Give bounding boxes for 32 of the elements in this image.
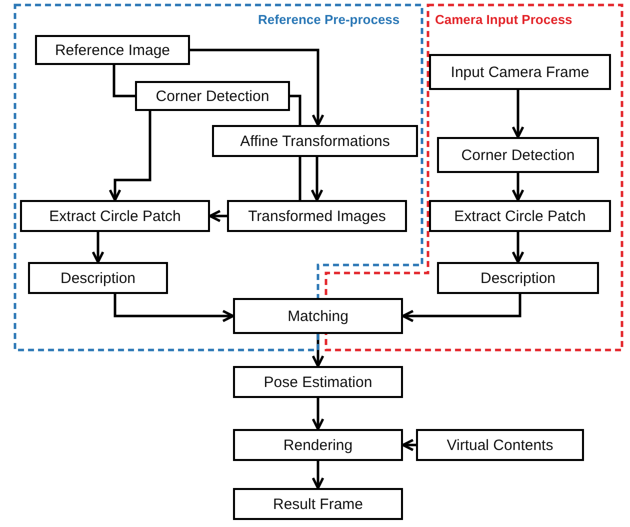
arrow	[512, 232, 524, 264]
arrow	[310, 157, 324, 202]
process-box: Rendering	[233, 429, 403, 461]
arrow	[312, 398, 324, 430]
arrow	[190, 48, 324, 126]
arrow	[208, 210, 227, 222]
process-box: Extract Circle Patch	[429, 200, 611, 232]
arrow	[114, 294, 234, 322]
process-box: Input Camera Frame	[429, 54, 611, 90]
process-box: Corner Detection	[135, 81, 290, 111]
arrow	[512, 173, 524, 202]
arrow	[312, 461, 324, 490]
process-box: Description	[437, 262, 599, 294]
process-box: Transformed Images	[227, 200, 407, 232]
process-box: Reference Image	[35, 35, 190, 65]
process-box: Matching	[233, 298, 403, 334]
arrow	[290, 94, 302, 125]
process-box: Virtual Contents	[416, 429, 584, 461]
region-title: Reference Pre-process	[258, 12, 400, 27]
arrow	[402, 438, 416, 452]
arrow	[92, 232, 104, 264]
arrow	[402, 294, 522, 322]
region-title: Camera Input Process	[435, 12, 572, 27]
process-box: Extract Circle Patch	[20, 200, 210, 232]
arrow	[112, 65, 135, 98]
process-box: Result Frame	[233, 488, 403, 520]
process-box: Affine Transformations	[212, 125, 418, 157]
arrow	[512, 90, 524, 138]
process-box: Description	[28, 262, 168, 294]
process-box: Pose Estimation	[233, 366, 403, 398]
process-box: Corner Detection	[437, 137, 599, 173]
arrow	[108, 111, 152, 202]
